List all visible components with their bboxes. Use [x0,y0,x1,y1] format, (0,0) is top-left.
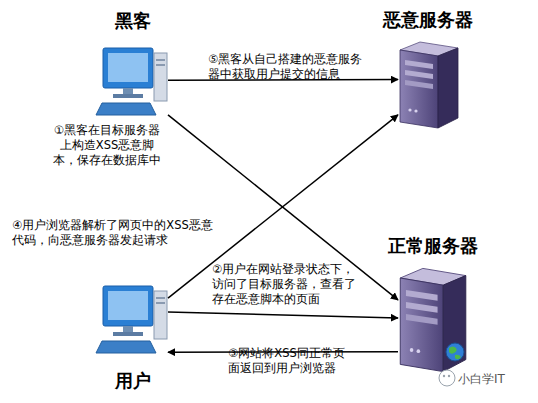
network-host: 正常服务器 [398,266,468,372]
step-description: ④用户浏览器解析了网页中的XSS恶意代码，向恶意服务器发起请求 [12,218,222,248]
globe-symbol [446,343,464,361]
computer-icon [96,286,167,353]
host-title: 恶意服务器 [353,8,503,32]
step-description: ⑤黑客从自己搭建的恶意服务器中获取用户提交的信息 [208,52,368,82]
request-arrow [168,312,398,318]
step-description: ②用户在网站登录状态下，访问了目标服务器，查看了存在恶意脚本的页面 [212,262,364,307]
wechat-icon [439,370,455,386]
network-host: 黑客 [98,45,168,117]
host-title: 用户 [58,369,208,393]
step-description: ①黑客在目标服务器上构造XSS恶意脚本，保存在数据库中 [50,123,164,168]
step-description: ③网站将XSS同正常页面返回到用户浏览器 [228,346,348,376]
network-host: 恶意服务器 [398,40,460,128]
network-host: 用户 [98,283,168,359]
host-title: 黑客 [58,9,208,33]
host-title: 正常服务器 [358,234,508,258]
watermark: 小白学IT [458,371,505,388]
server-icon [400,42,458,128]
server-icon [400,268,466,371]
computer-icon [96,48,167,115]
